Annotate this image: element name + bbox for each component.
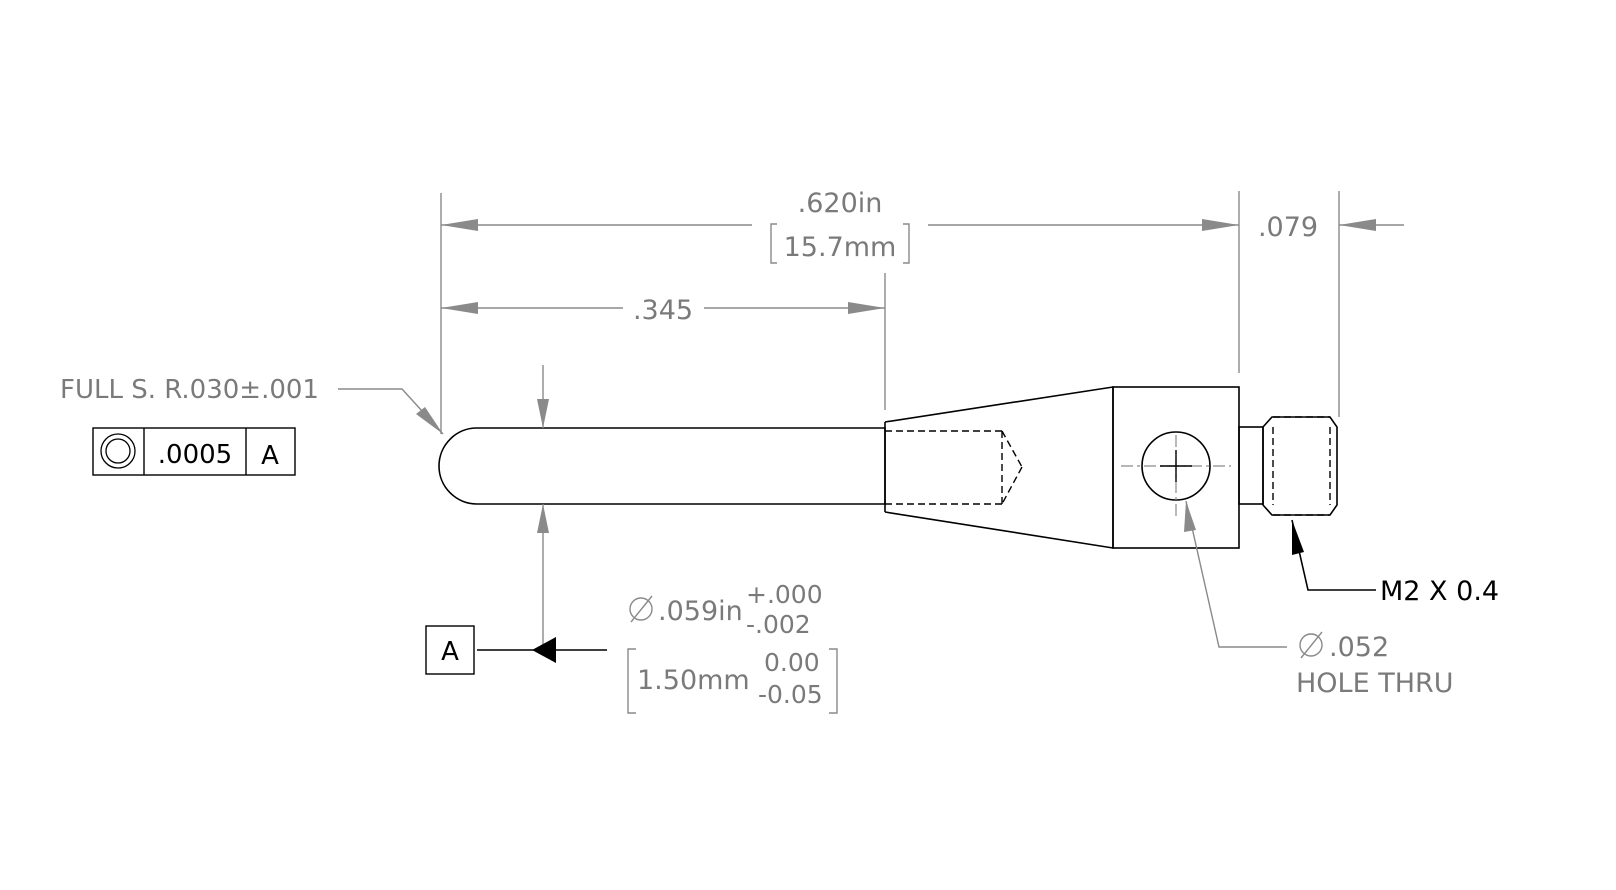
- shaft-diameter-dimension: .059in +.000 -.002 1.50mm 0.00 -0.05: [627, 580, 838, 714]
- overall-length-in: .620in: [798, 188, 883, 219]
- hole-callout: .052 HOLE THRU: [1296, 631, 1454, 699]
- overall-length-dimension: .620in 15.7mm: [770, 188, 910, 264]
- fcf-datum: A: [261, 441, 279, 471]
- partial-length-dimension: .345: [633, 295, 693, 326]
- stylus-part-outline: [438, 386, 1338, 549]
- fcf-tolerance: .0005: [158, 440, 232, 470]
- thread-length-dimension: .079: [1258, 212, 1318, 243]
- datum-feature-symbol: A: [425, 625, 475, 675]
- stylus-shaft: [438, 427, 886, 505]
- diameter-icon: [1299, 631, 1323, 659]
- dimension-lines: [338, 191, 1404, 663]
- concentricity-icon: [100, 433, 136, 469]
- tip-radius-callout: FULL S. R.030±.001: [60, 375, 319, 405]
- thread-neck: [1238, 426, 1264, 505]
- thread-callout: M2 X 0.4: [1380, 576, 1499, 607]
- taper-section: [884, 386, 1114, 549]
- hole-centerlines: [1121, 435, 1231, 516]
- diameter-tol-lower-mm: -0.05: [758, 680, 823, 709]
- diameter-tol-upper-in: +.000: [746, 580, 823, 609]
- diameter-value-mm: 1.50mm: [637, 665, 750, 696]
- hole-note: HOLE THRU: [1296, 668, 1454, 699]
- diameter-value-in: .059in: [658, 596, 743, 627]
- diameter-tol-lower-in: -.002: [746, 610, 811, 639]
- diameter-icon: [629, 595, 653, 623]
- hole-diameter: .052: [1329, 632, 1389, 663]
- datum-label: A: [441, 637, 459, 667]
- threaded-end: [1262, 416, 1338, 516]
- diameter-tol-upper-mm: 0.00: [764, 648, 820, 677]
- feature-control-frame: .0005 A: [92, 427, 296, 476]
- overall-length-mm: 15.7mm: [784, 232, 897, 263]
- hidden-bore: [885, 416, 1331, 516]
